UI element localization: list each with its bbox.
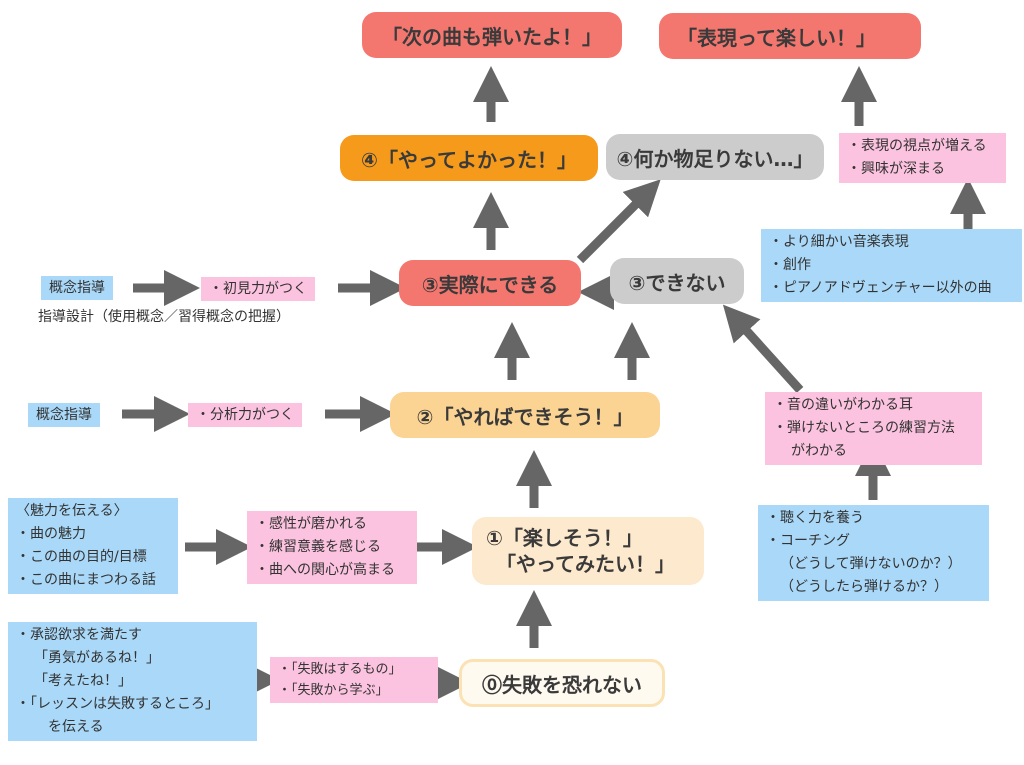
right-bottom-effect: ・音の違いがわかる耳 ・弾けないところの練習方法 がわかる [765,392,982,465]
stage4-glad-label: ④「やってよかった！」 [361,147,577,172]
right-bottom-instruction-line: （どうして弾けないのか？） [780,556,962,572]
row0-effect: ・「失敗はするもの」 ・「失敗から学ぶ」 [270,657,438,703]
right-bottom-instruction-line: ・コーチング [766,533,850,549]
arrow-can-to-unsatisfied [576,179,661,264]
row2-effect-label: ・分析力がつく [196,407,294,423]
row1-instruction-line: ・この曲にまつわる話 [16,572,156,588]
stage2: ②「やればできそう！」 [390,392,660,438]
right-bottom-effect-line: ・弾けないところの練習方法 [773,420,955,436]
row0-instruction-line: ・「レッスンは失敗するところ」 [16,696,219,712]
goal-next-song-label: 「次の曲も弾いたよ！」 [382,24,602,49]
right-top-instruction-line: ・ピアノアドヴェンチャー以外の曲 [769,280,992,296]
row3-instruction: 概念指導 [41,276,113,300]
row0-effect-line: ・「失敗はするもの」 [278,662,402,677]
stage4-glad: ④「やってよかった！」 [340,135,598,181]
row3-instruction-label: 概念指導 [49,280,105,296]
stage0: ⓪失敗を恐れない [459,659,665,707]
row2-effect: ・分析力がつく [188,403,302,427]
row1-instruction-line: ・曲の魅力 [16,526,86,542]
goal-expression-fun: 「表現って楽しい！」 [659,13,921,59]
row0-instruction: ・承認欲求を満たす 「勇気があるね！」 「考えたね！」 ・「レッスンは失敗すると… [8,622,257,741]
right-bottom-instruction-line: （どうしたら弾けるか？） [780,579,948,595]
stage4-unsatisfied-label: ④何か物足りない…」 [616,146,814,171]
row0-instruction-line: を伝える [48,719,104,735]
row1-effect: ・感性が磨かれる ・練習意義を感じる ・曲への関心が高まる [247,511,417,584]
stage3-cannot-label: ③できない [628,270,726,295]
arrow-ear-to-cannot [722,304,804,394]
row1-instruction-line: ・この曲の目的/目標 [16,549,147,565]
stage1-line2: 「やってみたい！」 [496,552,675,576]
right-top-effect: ・表現の視点が増える ・興味が深まる [839,133,1006,183]
stage1-line1: ①「楽しそう！」 [486,526,643,550]
stage3-can: ③実際にできる [399,260,581,306]
row3-design-note: 指導設計（使用概念／習得概念の把握） [38,306,290,326]
stage2-label: ②「やればできそう！」 [416,404,634,429]
row0-effect-line: ・「失敗から学ぶ」 [278,683,389,698]
row1-instruction: 〈魅力を伝える〉 ・曲の魅力 ・この曲の目的/目標 ・この曲にまつわる話 [8,498,178,594]
row3-effect: ・初見力がつく [201,277,315,301]
right-bottom-instruction: ・聴く力を養う ・コーチング （どうして弾けないのか？） （どうしたら弾けるか？… [758,505,989,601]
goal-expression-fun-label: 「表現って楽しい！」 [677,25,876,50]
row0-instruction-line: ・承認欲求を満たす [16,627,142,643]
right-top-effect-line: ・表現の視点が増える [847,138,987,154]
row3-design-note-label: 指導設計（使用概念／習得概念の把握） [38,309,290,325]
row1-effect-line: ・感性が磨かれる [255,516,367,532]
stage0-label: ⓪失敗を恐れない [482,672,642,697]
right-bottom-effect-line: がわかる [791,443,847,459]
right-bottom-effect-line: ・音の違いがわかる耳 [773,397,913,413]
row0-instruction-line: 「勇気があるね！」 [34,650,160,666]
stage4-unsatisfied: ④何か物足りない…」 [606,134,824,180]
row1-effect-line: ・練習意義を感じる [255,539,381,555]
stage1: ①「楽しそう！」 「やってみたい！」 [472,517,704,585]
row0-instruction-line: 「考えたね！」 [34,673,132,689]
right-top-instruction: ・より細かい音楽表現 ・創作 ・ピアノアドヴェンチャー以外の曲 [761,229,1022,302]
row2-instruction: 概念指導 [28,403,100,427]
right-bottom-instruction-line: ・聴く力を養う [766,510,864,526]
row3-effect-label: ・初見力がつく [209,281,307,297]
stage3-can-label: ③実際にできる [421,272,559,297]
goal-next-song: 「次の曲も弾いたよ！」 [362,12,622,58]
row1-instruction-line: 〈魅力を伝える〉 [16,503,128,519]
row2-instruction-label: 概念指導 [36,407,92,423]
right-top-instruction-line: ・創作 [769,257,811,273]
row1-effect-line: ・曲への関心が高まる [255,562,395,578]
stage3-cannot: ③できない [610,258,744,304]
right-top-instruction-line: ・より細かい音楽表現 [769,234,909,250]
right-top-effect-line: ・興味が深まる [847,161,945,177]
